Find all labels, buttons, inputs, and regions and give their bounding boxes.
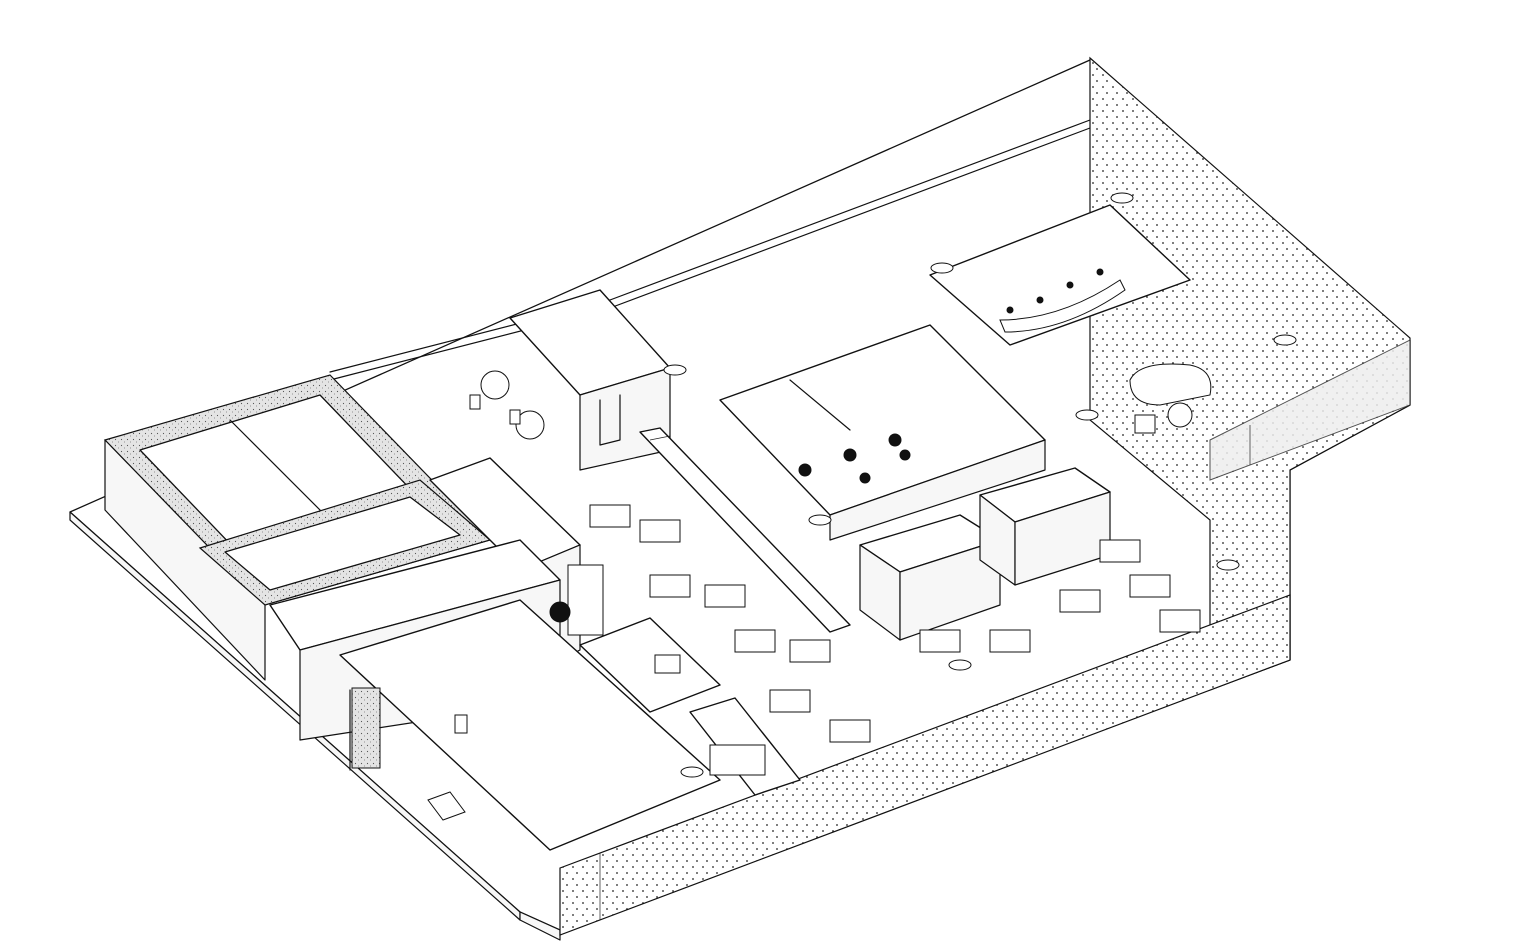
south-facade	[559, 594, 1291, 936]
corridor-walls	[269, 457, 721, 851]
offices-block	[719, 324, 1046, 541]
misc-fixtures	[427, 564, 604, 821]
workstations	[589, 504, 1201, 743]
phone-booths	[859, 467, 1111, 641]
east-facade	[1089, 56, 1411, 691]
stair	[639, 427, 851, 633]
west-rooms	[103, 374, 492, 681]
south-rooms	[579, 617, 801, 796]
lounge	[1129, 363, 1212, 434]
columns	[663, 192, 1297, 778]
conference-room	[929, 204, 1191, 346]
